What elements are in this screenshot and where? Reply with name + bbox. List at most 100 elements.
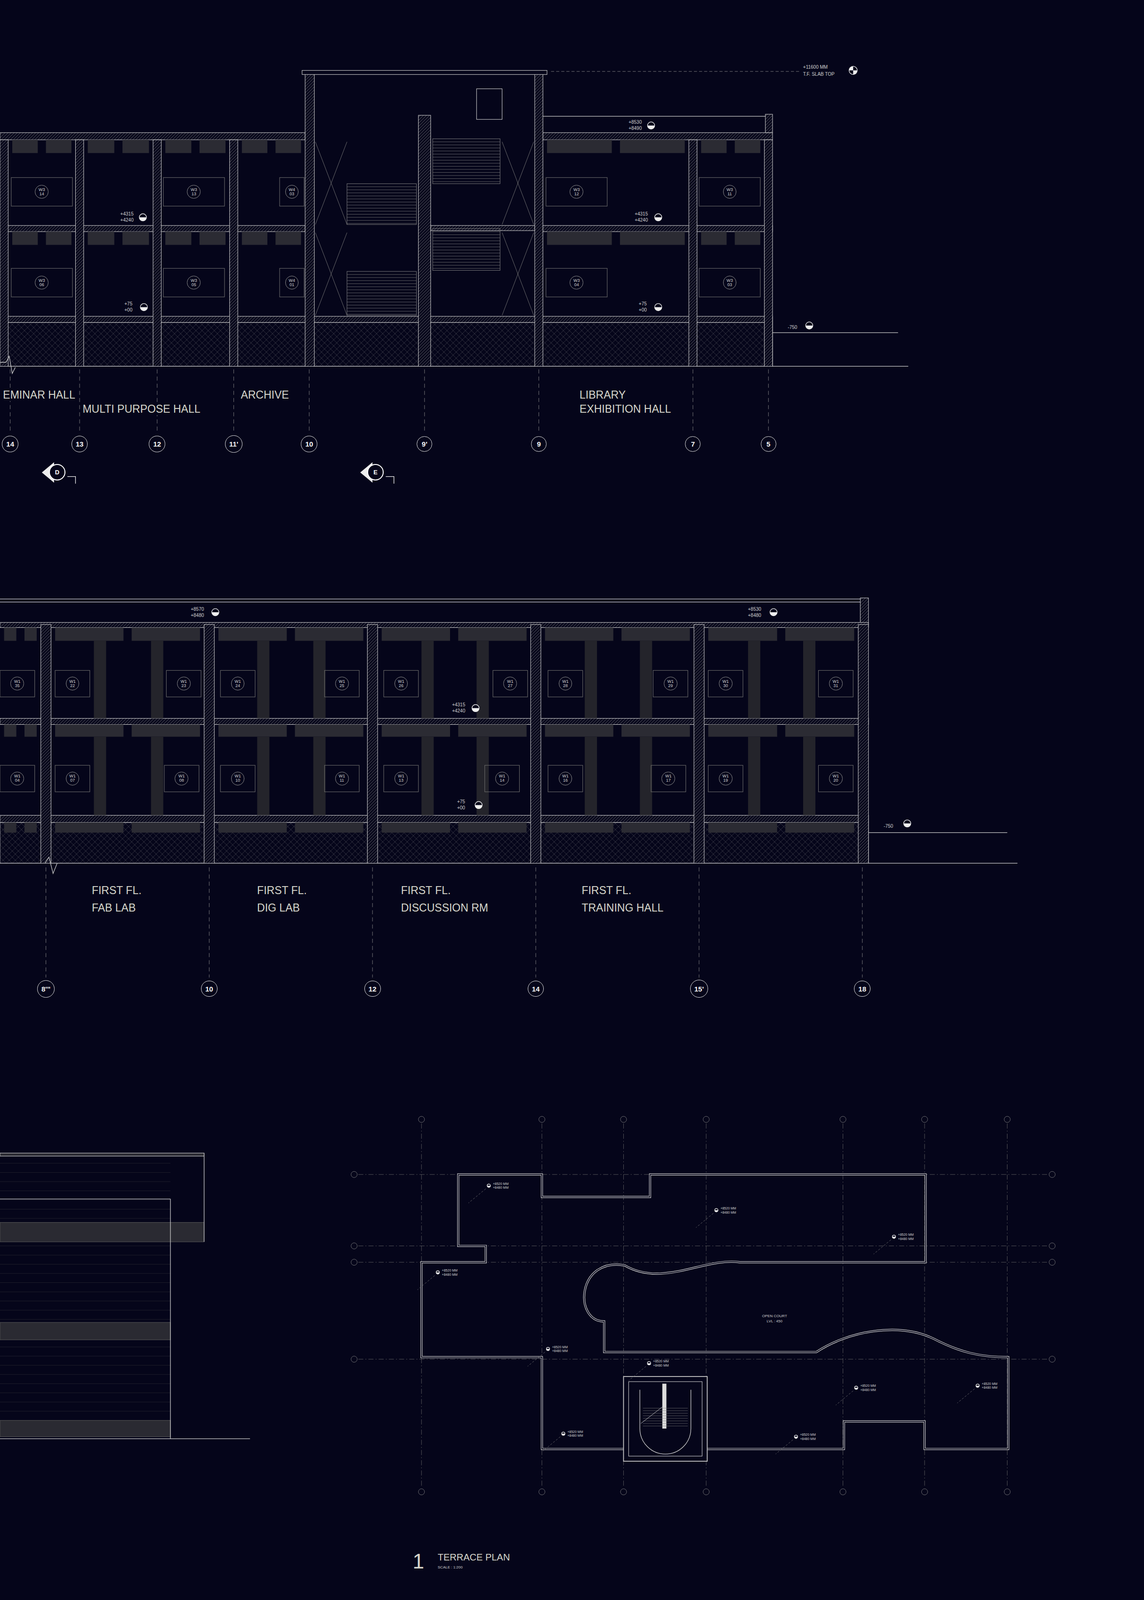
beam bbox=[46, 139, 72, 154]
window bbox=[166, 670, 202, 698]
stair-tread bbox=[346, 289, 417, 291]
slope-arrow bbox=[417, 1275, 436, 1290]
level-symbol bbox=[211, 612, 219, 617]
stair-tread bbox=[432, 262, 500, 263]
grid-line bbox=[768, 369, 769, 435]
beam bbox=[165, 231, 192, 245]
mullion-pier bbox=[151, 737, 164, 816]
window-tag: W1 23 bbox=[177, 676, 191, 691]
elevation-line bbox=[0, 1218, 171, 1220]
elevation-line bbox=[0, 1374, 171, 1376]
stair-tread bbox=[346, 292, 417, 294]
beam bbox=[24, 628, 37, 642]
tag-text: 10 bbox=[205, 985, 214, 993]
stair-tread bbox=[643, 1418, 688, 1420]
level-symbol bbox=[654, 307, 662, 312]
grid-bubble: 18 bbox=[853, 981, 871, 998]
tag-text: W1 04 bbox=[12, 774, 23, 783]
stair-tread bbox=[643, 1413, 688, 1415]
mullion-pier bbox=[257, 737, 270, 816]
stair-core bbox=[628, 1382, 702, 1457]
tag-text: W1 17 bbox=[663, 774, 674, 783]
parapet bbox=[0, 602, 869, 603]
window bbox=[55, 670, 90, 698]
mullion-pier bbox=[93, 737, 106, 816]
annotation-label: +8480 MM bbox=[552, 1349, 568, 1354]
level-symbol bbox=[647, 1361, 651, 1366]
level-symbol bbox=[647, 1363, 651, 1366]
level-symbol bbox=[714, 1208, 718, 1213]
window-tag: W1 13 bbox=[394, 772, 409, 786]
grid-bubble: 12 bbox=[364, 981, 381, 998]
tag-text: W1 20 bbox=[830, 774, 841, 783]
annotation-label: +8530 bbox=[747, 606, 763, 613]
stair-tread bbox=[643, 1421, 688, 1422]
stair-tread bbox=[432, 237, 500, 239]
grid-bubble-small bbox=[839, 1489, 846, 1496]
tag-text: 15' bbox=[694, 985, 704, 993]
stair-tread bbox=[346, 210, 417, 212]
elevation-line bbox=[0, 1282, 171, 1284]
grid-bubble: 9 bbox=[531, 436, 547, 452]
beam bbox=[700, 231, 727, 245]
level-symbol bbox=[647, 125, 655, 130]
window-tag: W1 29 bbox=[663, 676, 678, 691]
stair-tread bbox=[346, 274, 417, 275]
stair-flight bbox=[432, 138, 500, 184]
stair-tread bbox=[432, 252, 500, 254]
grid-bubble: 10 bbox=[300, 435, 318, 453]
tag-text: E bbox=[373, 469, 378, 476]
grid-line bbox=[233, 369, 234, 435]
section-marker: D bbox=[48, 464, 66, 481]
beam bbox=[24, 725, 37, 738]
elevation-band bbox=[0, 1322, 171, 1341]
slope-arrow bbox=[775, 1440, 793, 1455]
elevation-line bbox=[0, 1200, 171, 1201]
column bbox=[688, 139, 697, 367]
stair-tread bbox=[346, 277, 417, 278]
stair-tread bbox=[432, 156, 500, 158]
beam bbox=[381, 822, 451, 834]
beam bbox=[122, 139, 149, 154]
annotation-label: +4315 bbox=[119, 211, 135, 218]
tag-text: W1 16 bbox=[560, 774, 571, 783]
elevation-line bbox=[0, 1393, 171, 1394]
beam bbox=[734, 231, 761, 245]
annotation-label: DIG LAB bbox=[256, 902, 301, 915]
window bbox=[324, 765, 360, 792]
column bbox=[764, 139, 773, 367]
window bbox=[163, 268, 225, 298]
column bbox=[858, 624, 869, 864]
floor-slab bbox=[542, 225, 773, 232]
annotation-label: +75 bbox=[456, 799, 467, 806]
elevation-line bbox=[0, 1172, 171, 1174]
window-tag: W4 01 bbox=[285, 275, 299, 290]
opening-cross bbox=[315, 141, 347, 225]
window-tag: W1 28 bbox=[558, 676, 573, 691]
stair-tread bbox=[346, 214, 417, 215]
opening-cross bbox=[315, 232, 347, 316]
annotation-label: EXHIBITION HALL bbox=[578, 403, 672, 416]
stair-tread bbox=[346, 280, 417, 282]
level-symbol bbox=[654, 303, 662, 311]
level-symbol bbox=[487, 1184, 491, 1188]
annotation-label: +8520 MM bbox=[652, 1360, 669, 1364]
annotation-label: +8530 bbox=[627, 119, 643, 126]
grid-bubble: 7 bbox=[684, 436, 701, 452]
annotation-label: SCALE : 1:200 bbox=[436, 1565, 464, 1571]
beam bbox=[199, 139, 226, 154]
stair-tread bbox=[346, 283, 417, 284]
floor-slab bbox=[0, 316, 773, 323]
beam bbox=[700, 139, 727, 154]
tag-text: W3 14 bbox=[37, 187, 47, 197]
beam bbox=[275, 139, 301, 154]
tag-text: 18 bbox=[858, 985, 867, 993]
level-symbol bbox=[139, 213, 147, 221]
annotation-label: T.F. SLAB TOP bbox=[802, 71, 836, 78]
beam bbox=[294, 628, 363, 642]
window-tag: W1 30 bbox=[718, 676, 733, 691]
level-symbol bbox=[805, 325, 813, 330]
grid-line bbox=[692, 369, 693, 435]
